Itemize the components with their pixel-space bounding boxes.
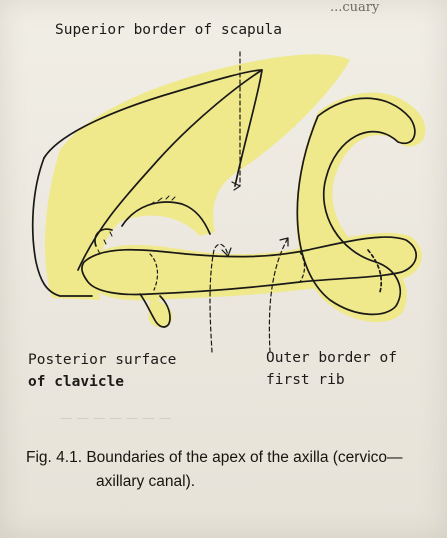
caption-line1: Boundaries of the apex of the axilla (ce… [86, 449, 402, 466]
label-posterior-surface-line1: Posterior surface [28, 352, 176, 368]
label-superior-border: Superior border of scapula [55, 22, 282, 38]
figure-caption: Fig. 4.1. Boundaries of the apex of the … [26, 446, 438, 494]
label-posterior-surface-line2: of clavicle [28, 374, 124, 390]
caption-figure-number: Fig. 4.1. [26, 449, 82, 466]
label-outer-border-line1: Outer border of [266, 350, 397, 366]
caption-line2: axillary canal). [26, 470, 438, 494]
highlight-fills [45, 54, 426, 327]
label-outer-border-line2: first rib [266, 372, 345, 388]
